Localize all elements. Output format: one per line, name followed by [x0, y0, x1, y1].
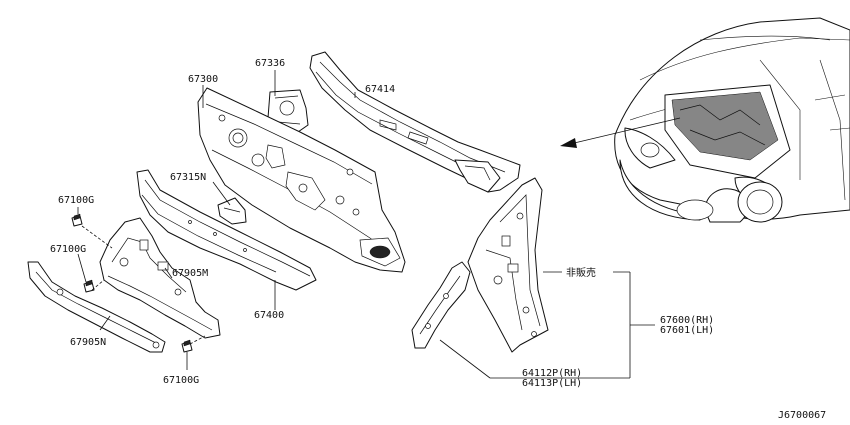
label-not-for-sale: 非販売 [566, 266, 596, 279]
label-67600rh: 67600(RH) [660, 315, 714, 326]
label-67601lh: 67601(LH) [660, 325, 714, 336]
part-67905m [99, 217, 221, 339]
vehicle-illustration [614, 17, 850, 223]
clip-67100g-b [83, 279, 95, 293]
label-67315n: 67315N [170, 172, 206, 183]
label-67400: 67400 [254, 310, 284, 321]
clip-67100g-a [71, 213, 83, 227]
part-67315n [217, 197, 247, 225]
label-64113p: 64113P(LH) [522, 378, 582, 389]
label-67100g-b: 67100G [50, 244, 86, 255]
leader-lines [77, 70, 655, 379]
label-67336: 67336 [255, 58, 285, 69]
direction-arrow [560, 117, 681, 148]
label-67905n: 67905N [70, 337, 106, 348]
label-67905m: 67905M [172, 268, 208, 279]
label-67100g-c: 67100G [163, 375, 199, 386]
diagram-id: J6700067 [778, 410, 826, 421]
part-67600-67601 [467, 177, 549, 353]
clip-67100g-c [181, 339, 193, 353]
label-67100g-a: 67100G [58, 195, 94, 206]
part-67300 [197, 87, 406, 273]
part-64112p-64113p [411, 261, 471, 349]
part-67400 [136, 169, 317, 291]
part-67905n [27, 261, 166, 353]
part-labels: 67300 67336 67414 67315N 67100G 67100G 6… [50, 58, 826, 421]
label-64112p: 64112P(RH) [522, 368, 582, 379]
part-67414 [309, 51, 521, 193]
label-67414: 67414 [365, 84, 395, 95]
label-67300: 67300 [188, 74, 218, 85]
